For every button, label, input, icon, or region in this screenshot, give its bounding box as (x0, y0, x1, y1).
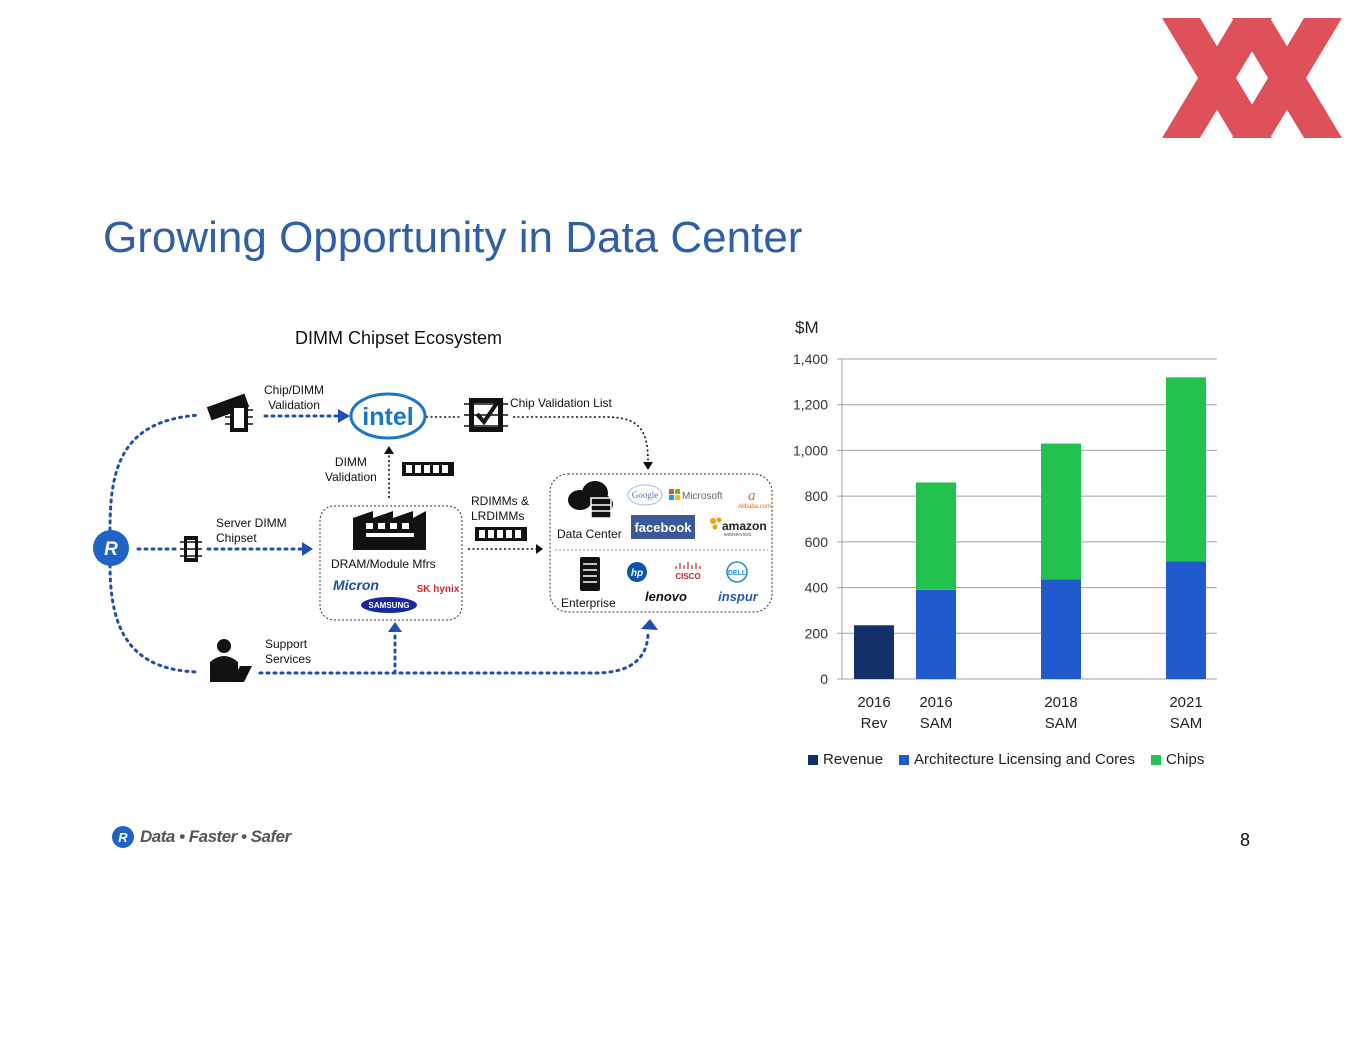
y-tick-label: 800 (805, 488, 829, 504)
arrowhead-up-dram (388, 622, 402, 632)
legend-item-licensing: Architecture Licensing and Cores (899, 751, 1135, 768)
page-number: 8 (1240, 830, 1251, 850)
x-tick-label: 2018 (1044, 694, 1077, 711)
ecosystem-title: DIMM Chipset Ecosystem (295, 328, 503, 348)
server-rack-icon (580, 557, 600, 591)
chip-dimm-icon (206, 393, 253, 432)
bar-segment (916, 482, 956, 590)
legend-swatch-licensing (899, 754, 910, 765)
footer-badge-icon: R (112, 826, 134, 848)
intel-logo: intel (349, 392, 427, 440)
label-server-dimm-chipset: Server DIMM Chipset (216, 516, 287, 545)
svg-text:DELL: DELL (728, 570, 747, 577)
x-tick-label: 2016 (857, 694, 890, 711)
label-rdimms-lrdimms: RDIMMs & LRDIMMs (471, 494, 529, 523)
footer-logo: R Data • Faster • Safer (112, 826, 291, 848)
svg-text:hp: hp (631, 568, 643, 579)
label-dimm-validation: DIMM Validation (325, 455, 377, 484)
label-enterprise: Enterprise (561, 596, 616, 610)
svg-text:R: R (104, 539, 118, 560)
rambus-badge-icon (93, 530, 129, 566)
svg-text:Alibaba.com: Alibaba.com (738, 504, 771, 510)
bar-segment (854, 625, 894, 679)
facebook-logo: facebook (631, 515, 695, 539)
legend-swatch-chips (1151, 754, 1161, 765)
label-data-center: Data Center (557, 527, 622, 541)
legend-item-revenue: Revenue (808, 751, 883, 768)
ecosystem-diagram: R intel (93, 392, 773, 682)
legend-label-licensing: Architecture Licensing and Cores (914, 751, 1135, 768)
slide-title: Growing Opportunity in Data Center (103, 213, 803, 262)
svg-text:webservices: webservices (724, 532, 752, 538)
chart-legend: Revenue Architecture Licensing and Cores… (808, 751, 1204, 768)
amazon-logo: amazon webservices (710, 517, 767, 538)
cloud-database-icon (568, 481, 613, 519)
svg-text:Google: Google (632, 490, 659, 500)
legend-label-chips: Chips (1166, 751, 1205, 768)
x-tick-label: SAM (1170, 715, 1203, 732)
flow-line-support (258, 630, 650, 675)
bar-segment (1166, 377, 1206, 562)
google-logo: Google (627, 484, 663, 506)
support-person-icon (210, 639, 252, 682)
brand-watermark-icon (1162, 18, 1342, 138)
y-tick-label: 1,400 (793, 351, 828, 367)
dell-logo: DELL (726, 561, 748, 583)
validated-chip-icon (464, 398, 508, 432)
y-tick-label: 400 (805, 580, 829, 596)
label-dram-module-mfrs: DRAM/Module Mfrs (331, 557, 436, 571)
hp-logo: hp (627, 562, 647, 582)
footer-tagline: Data • Faster • Safer (140, 827, 291, 846)
alibaba-logo: a Alibaba.com (738, 488, 771, 510)
y-tick-label: 200 (805, 625, 829, 641)
sk-hynix-logo: SK hynix (417, 584, 460, 595)
svg-text:SAMSUNG: SAMSUNG (369, 601, 410, 610)
arrowhead-intel (338, 409, 350, 423)
dimm-module-icon (402, 462, 454, 476)
bar-segment (1041, 443, 1081, 580)
legend-item-chips: Chips (1151, 751, 1204, 768)
y-tick-label: 1,200 (793, 397, 828, 413)
micron-logo: Micron (333, 577, 379, 593)
label-chip-dimm-validation: Chip/DIMM Validation (264, 383, 325, 412)
chart-unit-label: $M (795, 318, 819, 337)
samsung-logo: SAMSUNG (361, 597, 417, 613)
label-chip-validation-list: Chip Validation List (510, 396, 612, 410)
arrowhead-dram (302, 542, 313, 556)
inspur-logo: inspur (718, 589, 759, 604)
svg-text:amazon: amazon (722, 519, 767, 533)
x-tick-label: SAM (920, 715, 953, 732)
factory-icon (353, 511, 426, 550)
flow-line-top-left (108, 413, 202, 532)
legend-label-revenue: Revenue (823, 751, 884, 768)
y-tick-label: 1,000 (793, 442, 828, 458)
x-tick-label: 2016 (919, 694, 952, 711)
bar-segment (1166, 561, 1206, 679)
dram-box (319, 505, 463, 621)
y-tick-label: 600 (805, 534, 829, 550)
cisco-logo: CISCO (675, 562, 701, 581)
rdimm-module-icon (475, 527, 527, 541)
svg-text:Microsoft: Microsoft (682, 491, 723, 502)
x-tick-label: SAM (1045, 715, 1078, 732)
microsoft-logo: Microsoft (669, 489, 723, 502)
arrowhead-up-enterprise (641, 619, 658, 630)
server-chip-icon (180, 536, 202, 562)
svg-text:a: a (748, 488, 756, 504)
legend-swatch-revenue (808, 754, 818, 765)
bar-segment (1041, 579, 1081, 679)
x-tick-label: Rev (861, 715, 888, 732)
bar-segment (916, 589, 956, 679)
svg-text:CISCO: CISCO (675, 572, 700, 581)
svg-text:intel: intel (362, 403, 413, 431)
customers-box (549, 473, 773, 613)
flow-line-bottom-left (108, 563, 200, 674)
x-tick-label: 2021 (1169, 694, 1202, 711)
label-support-services: Support Services (265, 637, 312, 666)
y-tick-label: 0 (820, 671, 828, 687)
lenovo-logo: lenovo (645, 589, 687, 604)
svg-text:facebook: facebook (634, 520, 692, 535)
